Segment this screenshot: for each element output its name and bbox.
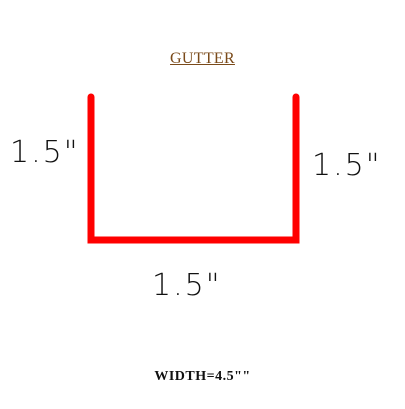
gutter-profile-outline <box>87 93 300 244</box>
bottom-dimension: 1.5" <box>152 268 222 303</box>
diagram-title: GUTTER <box>170 50 235 67</box>
right-side-dimension: 1.5" <box>312 148 382 183</box>
left-side-dimension: 1.5" <box>10 135 80 170</box>
total-width-note: WIDTH=4.5"" <box>154 369 251 384</box>
